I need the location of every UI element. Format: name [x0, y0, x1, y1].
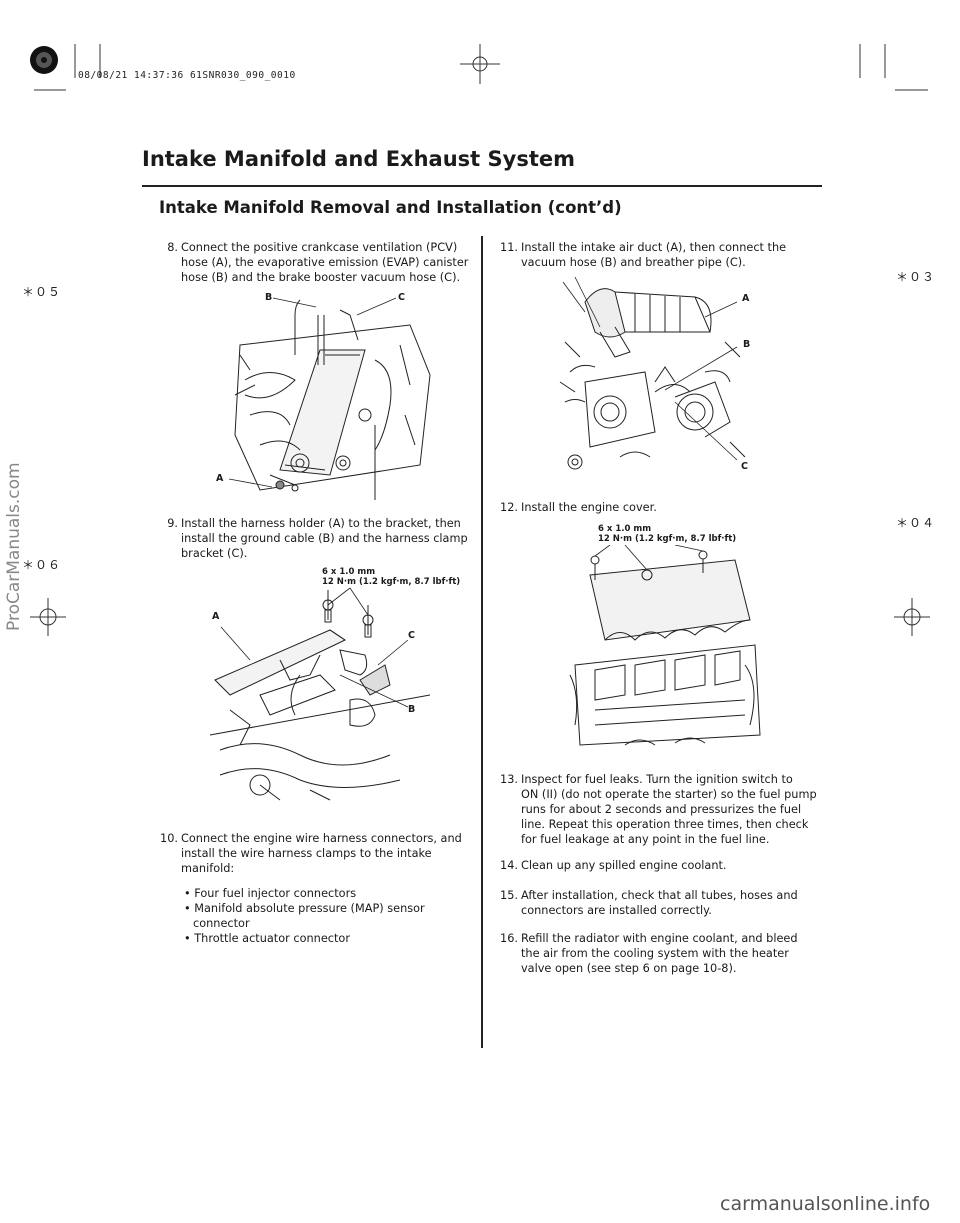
bullet-item: • Throttle actuator connector [184, 932, 350, 945]
step-text-line: Connect the positive crankcase ventilati… [181, 241, 458, 254]
page-marker-04: ＊０４ [896, 516, 936, 530]
step-number: 12. [500, 501, 518, 514]
page-marker-06: ＊０６ [22, 558, 62, 572]
figure-label-a: A [742, 293, 750, 304]
step-number: 14. [500, 859, 518, 872]
step-text-line: install the ground cable (B) and the har… [181, 532, 468, 545]
step-9: 9. Install the harness holder (A) to the… [158, 516, 478, 536]
step-16: 16. Refill the radiator with engine cool… [498, 931, 818, 951]
step-number: 16. [500, 932, 518, 945]
step-text-line: for fuel leakage at any point in the fue… [521, 833, 770, 846]
figure-label-a: A [216, 473, 224, 484]
step-text-line: the air from the cooling system with the… [521, 947, 789, 960]
step-text-line: connectors are installed correctly. [521, 904, 712, 917]
step-text-line: runs for about 2 seconds and pressurizes… [521, 803, 802, 816]
step-text-line: Install the harness holder (A) to the br… [181, 517, 461, 530]
figure-label-b: B [265, 292, 273, 303]
step-text-line: valve open (see step 6 on page 10-8). [521, 962, 737, 975]
step-8: 8. Connect the positive crankcase ventil… [158, 240, 478, 286]
step-number: 13. [500, 773, 518, 786]
step-text-line: Inspect for fuel leaks. Turn the ignitio… [521, 773, 793, 786]
step-text-line: Connect the engine wire harness connecto… [181, 832, 462, 845]
section-subtitle: Intake Manifold Removal and Installation… [159, 198, 622, 217]
bullet-item: connector [193, 917, 250, 930]
figure-label-c: C [408, 630, 415, 641]
page-title: Intake Manifold and Exhaust System [142, 147, 576, 171]
step-13: 13. Inspect for fuel leaks. Turn the ign… [498, 772, 818, 792]
figure-label-c: C [398, 292, 405, 303]
print-stamp: 08/08/21 14:37:36 61SNR030_090_0010 [78, 70, 296, 81]
figure-label-b: B [408, 704, 416, 715]
bolt-size: 6 x 1.0 mm [598, 524, 652, 534]
step-12: 12. Install the engine cover. [498, 500, 818, 520]
step-number: 8. [167, 241, 178, 254]
step-10: 10. Connect the engine wire harness conn… [158, 831, 478, 851]
step-text-line: ON (II) (do not operate the starter) so … [521, 788, 817, 801]
page-marker-05: ＊０５ [22, 285, 62, 299]
figure-pcv-hose-installation [228, 297, 431, 500]
side-watermark: ProCarManuals.com [4, 462, 24, 631]
step-15: 15. After installation, check that all t… [498, 888, 818, 908]
step-text-line: bracket (C). [181, 547, 248, 560]
step-text-line: hose (A), the evaporative emission (EVAP… [181, 256, 469, 269]
figure-engine-cover-installation [569, 545, 761, 746]
figure-label-c: C [741, 461, 748, 472]
column-divider [481, 236, 483, 1048]
step-text-line: vacuum hose (B) and breather pipe (C). [521, 256, 746, 269]
step-text-line: hose (B) and the brake booster vacuum ho… [181, 271, 461, 284]
bullet-item: • Manifold absolute pressure (MAP) senso… [184, 902, 425, 915]
figure-harness-holder-installation [209, 587, 431, 801]
step-14: 14. Clean up any spilled engine coolant. [498, 858, 818, 878]
step-text-line: Install the engine cover. [521, 501, 657, 514]
figure-label-b: B [743, 339, 751, 350]
step-number: 11. [500, 241, 518, 254]
step-text-line: Install the intake air duct (A), then co… [521, 241, 787, 254]
step-number: 9. [167, 517, 178, 530]
step-11: 11. Install the intake air duct (A), the… [498, 240, 818, 260]
torque-value: 12 N·m (1.2 kgf·m, 8.7 lbf·ft) [322, 577, 461, 587]
bolt-size: 6 x 1.0 mm [322, 567, 376, 577]
step-text-line: install the wire harness clamps to the i… [181, 847, 432, 860]
step-text-line: After installation, check that all tubes… [521, 889, 798, 902]
figure-label-a: A [212, 611, 220, 622]
step-number: 10. [160, 832, 178, 845]
torque-spec-callout: 6 x 1.0 mm 12 N·m (1.2 kgf·m, 8.7 lbf·ft… [322, 567, 460, 587]
torque-value: 12 N·m (1.2 kgf·m, 8.7 lbf·ft) [598, 534, 737, 544]
step-text-line: Refill the radiator with engine coolant,… [521, 932, 798, 945]
torque-spec-callout: 6 x 1.0 mm 12 N·m (1.2 kgf·m, 8.7 lbf·ft… [598, 524, 736, 544]
figure-intake-air-duct-installation [559, 276, 746, 470]
step-number: 15. [500, 889, 518, 902]
title-rule [142, 185, 822, 187]
step-text-line: Clean up any spilled engine coolant. [521, 859, 727, 872]
bullet-item: • Four fuel injector connectors [184, 887, 357, 900]
footer-watermark: carmanualsonline.info [720, 1193, 931, 1215]
step-text-line: line. Repeat this operation three times,… [521, 818, 809, 831]
page-marker-03: ＊０３ [896, 270, 936, 284]
step-text-line: manifold: [181, 862, 235, 875]
